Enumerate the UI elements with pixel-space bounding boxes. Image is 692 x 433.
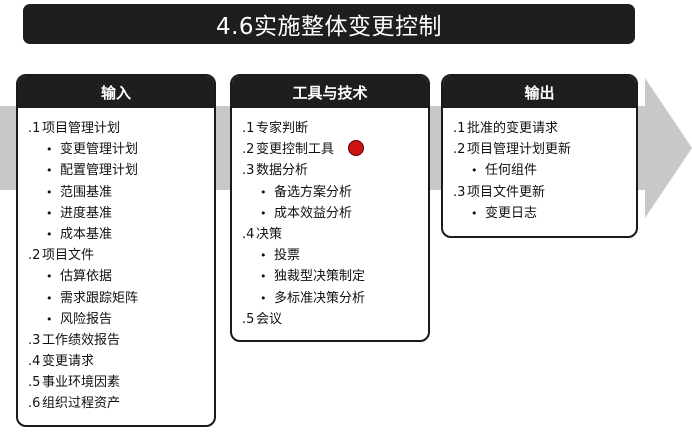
item-number: .3 — [453, 184, 466, 200]
item-number: .4 — [242, 226, 255, 242]
page-title: 4.6实施整体变更控制 — [215, 14, 443, 40]
item-number: .1 — [453, 121, 466, 136]
title-bar: 4.6实施整体变更控制 — [23, 4, 635, 44]
item-number: .5 — [28, 375, 41, 391]
bullet-icon: • — [46, 227, 53, 241]
bullet-icon: • — [46, 291, 53, 305]
sub-item: • 变更日志 — [443, 203, 636, 224]
box-header: 输入 — [18, 76, 214, 108]
bullet-icon: • — [260, 206, 267, 220]
item-number: .1 — [242, 121, 255, 136]
sub-item-label: 配置管理计划 — [60, 163, 139, 179]
item-label: 数据分析 — [256, 163, 309, 179]
item-number: .5 — [242, 311, 255, 327]
item-number: .4 — [28, 354, 41, 370]
item-label: 专家判断 — [256, 121, 309, 136]
item-label: 工作绩效报告 — [42, 332, 121, 348]
sub-item-label: 变更日志 — [485, 205, 538, 221]
item-label: 会议 — [256, 311, 283, 327]
sub-item: • 进度基准 — [18, 203, 214, 224]
sub-item: • 任何组件 — [443, 160, 636, 181]
sub-item-label: 范围基准 — [60, 184, 113, 200]
sub-item-label: 变更管理计划 — [60, 142, 139, 158]
item-label: 组织过程资产 — [42, 396, 121, 412]
bullet-icon: • — [46, 312, 53, 326]
item-number: .6 — [28, 396, 41, 412]
sub-item-label: 成本基准 — [60, 226, 113, 242]
item-label: 变更请求 — [42, 354, 95, 370]
item-label: 变更控制工具 — [256, 142, 335, 158]
bullet-icon: • — [260, 185, 267, 199]
bullet-icon: • — [260, 270, 267, 284]
bullet-icon: • — [46, 270, 53, 284]
sub-item: • 配置管理计划 — [18, 160, 214, 181]
sub-item-label: 投票 — [274, 248, 301, 264]
item-number: .1 — [28, 121, 41, 136]
sub-item: • 风险报告 — [18, 309, 214, 330]
bullet-icon: • — [260, 291, 267, 305]
sub-item: • 投票 — [232, 245, 428, 266]
item-number: .2 — [453, 142, 466, 158]
sub-item: • 成本基准 — [18, 224, 214, 245]
item-label: 决策 — [256, 226, 283, 242]
box-header: 输出 — [443, 76, 636, 108]
sub-item-label: 成本效益分析 — [274, 205, 353, 221]
sub-item: • 独裁型决策制定 — [232, 266, 428, 287]
item-label: 项目管理计划更新 — [467, 142, 572, 158]
bullet-icon: • — [46, 164, 53, 178]
sub-item-label: 进度基准 — [60, 205, 113, 221]
item-number: .2 — [28, 248, 41, 264]
item-number: .3 — [28, 332, 41, 348]
red-dot-marker — [348, 140, 365, 157]
bullet-icon: • — [46, 185, 53, 199]
sub-item: • 需求跟踪矩阵 — [18, 288, 214, 309]
sub-item: • 成本效益分析 — [232, 203, 428, 224]
sub-item-label: 多标准决策分析 — [274, 290, 366, 306]
item-label: 项目管理计划 — [42, 121, 121, 136]
sub-item-label: 备选方案分析 — [274, 184, 353, 200]
sub-item: • 备选方案分析 — [232, 182, 428, 203]
item-label: 批准的变更请求 — [467, 121, 559, 136]
sub-item-label: 需求跟踪矩阵 — [60, 290, 139, 306]
item-number: .2 — [242, 142, 255, 158]
sub-item: • 多标准决策分析 — [232, 288, 428, 309]
sub-item: • 估算依据 — [18, 266, 214, 287]
bullet-icon: • — [471, 164, 478, 178]
sub-item: • 变更管理计划 — [18, 139, 214, 160]
bullet-icon: • — [260, 249, 267, 263]
sub-item-label: 独裁型决策制定 — [274, 269, 366, 285]
bullet-icon: • — [46, 206, 53, 220]
sub-item: • 范围基准 — [18, 182, 214, 203]
item-label: 事业环境因素 — [42, 375, 121, 391]
bullet-icon: • — [46, 143, 53, 157]
sub-item-label: 风险报告 — [60, 311, 113, 327]
item-label: 项目文件 — [42, 248, 95, 264]
box-header: 工具与技术 — [232, 76, 428, 108]
sub-item-label: 任何组件 — [485, 163, 538, 179]
item-number: .3 — [242, 163, 255, 179]
bullet-icon: • — [471, 206, 478, 220]
sub-item-label: 估算依据 — [60, 269, 113, 285]
item-label: 项目文件更新 — [467, 184, 546, 200]
